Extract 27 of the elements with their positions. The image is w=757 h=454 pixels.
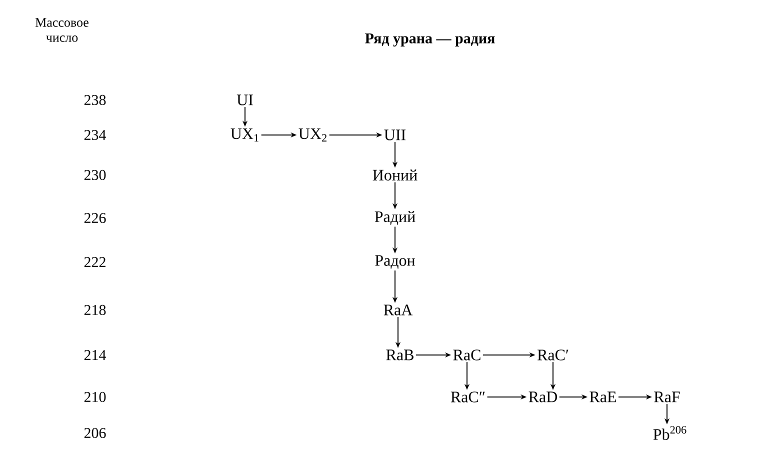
title: Ряд урана — радия	[365, 33, 495, 47]
mass-number: 210	[84, 392, 106, 402]
mass-number: 214	[84, 350, 106, 360]
isotope-label: RaE	[590, 392, 616, 402]
isotope-label: UI	[236, 94, 253, 106]
isotope-label: UX$_{2}$	[298, 128, 326, 142]
isotope-label: Радий	[374, 210, 416, 225]
mass-number: 238	[84, 94, 106, 106]
mass-number: 218	[84, 304, 106, 316]
isotope-label: Радон	[375, 255, 415, 269]
isotope-label: RaD	[528, 392, 558, 402]
mass-number: 226	[84, 212, 106, 224]
mass-number: 206	[84, 428, 106, 438]
column-header: Массовое число	[35, 18, 88, 42]
mass-number: 222	[84, 257, 106, 267]
isotope-label: RaC′	[537, 350, 568, 360]
mass-number: 230	[84, 170, 106, 180]
isotope-label: UII	[384, 130, 406, 140]
isotope-label: Ионий	[372, 169, 418, 181]
isotope-label: RaF	[654, 392, 680, 402]
isotope-label: RaB	[386, 350, 414, 360]
isotope-label: RaC″	[450, 392, 485, 402]
isotope-label: Pb$^{206}$	[653, 426, 686, 440]
isotope-label: UX$_{1}$	[230, 128, 258, 142]
mass-number: 234	[84, 130, 106, 140]
isotope-label: RaA	[384, 304, 413, 316]
isotope-label: RaC	[453, 350, 480, 360]
